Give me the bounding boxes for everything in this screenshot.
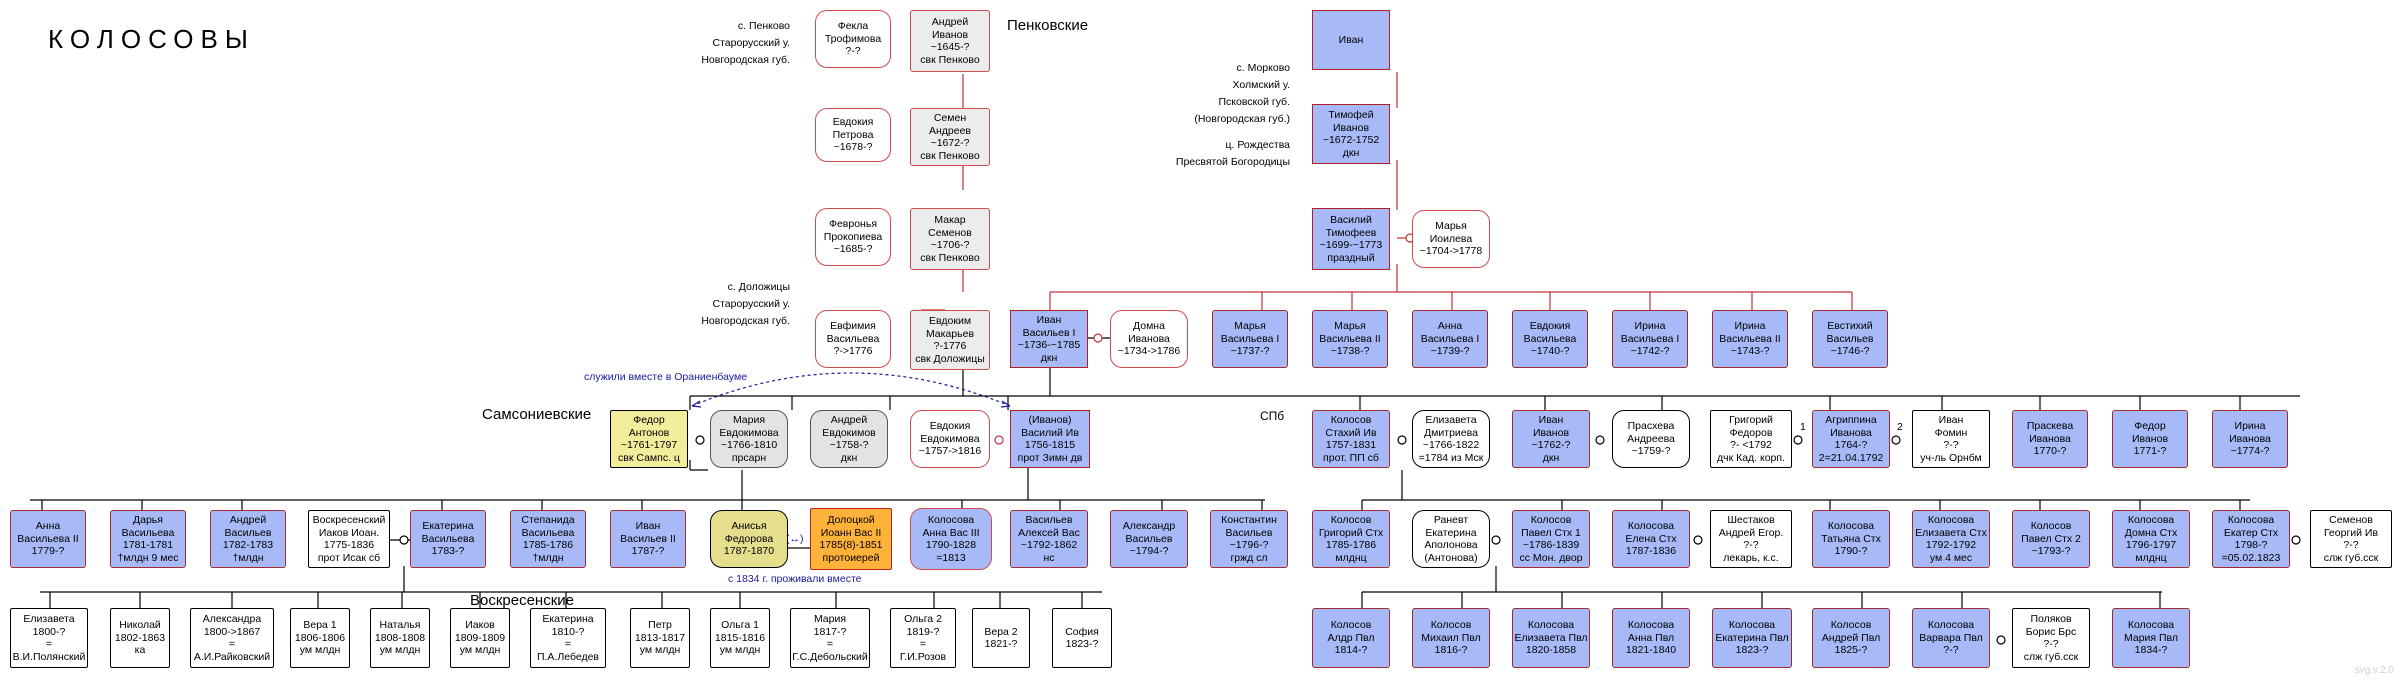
person-anna-pvl[interactable]: Колосова Анна Пвл 1821-1840 bbox=[1612, 608, 1690, 668]
person-irina-ivanova[interactable]: Ирина Иванова ~1774-? bbox=[2212, 410, 2288, 468]
note-penkovo: с. Пенково Старорусский у. Новгородская … bbox=[701, 20, 790, 66]
marriage-number-1: 1 bbox=[1800, 421, 1806, 433]
person-kolosova-elizaveta[interactable]: Колосова Елизавета Стх 1792-1792 ум 4 ме… bbox=[1912, 510, 1990, 568]
person-olga-2[interactable]: Ольга 2 1819-? = Г.И.Розов bbox=[890, 608, 956, 668]
person-kolosov-grigoriy[interactable]: Колосов Григорий Стх 1785-1786 млднц bbox=[1312, 510, 1390, 568]
person-natalya[interactable]: Наталья 1808-1808 ум млдн bbox=[370, 608, 430, 668]
person-anna-vasilieva-2[interactable]: Анна Васильева II 1779-? bbox=[10, 510, 86, 568]
person-ivan-top[interactable]: Иван bbox=[1312, 10, 1390, 70]
person-domna[interactable]: Домна Иванова ~1734->1786 bbox=[1110, 310, 1188, 368]
person-maria-1817[interactable]: Мария 1817-? = Г.С.Дебольский bbox=[790, 608, 870, 668]
person-maria-evdokimova[interactable]: Мария Евдокимова ~1766-1810 прсарн bbox=[710, 410, 788, 468]
person-aldr-pvl[interactable]: Колосов Алдр Пвл 1814-? bbox=[1312, 608, 1390, 668]
person-nikolay[interactable]: Николай 1802-1863 ка bbox=[110, 608, 170, 668]
person-vasiliev-aleksey[interactable]: Васильев Алексей Вас ~1792-1862 нс bbox=[1010, 510, 1088, 568]
person-marya-ioileva[interactable]: Марья Иоилева ~1704->1778 bbox=[1412, 210, 1490, 268]
person-kolosova-tatyana[interactable]: Колосова Татьяна Стх 1790-? bbox=[1812, 510, 1890, 568]
person-andrey-pvl[interactable]: Колосов Андрей Пвл 1825-? bbox=[1812, 608, 1890, 668]
person-marya-vasilieva-1[interactable]: Марья Васильева I ~1737-? bbox=[1212, 310, 1288, 368]
person-fevronia[interactable]: Февронья Прокопиева ~1685-? bbox=[815, 208, 891, 266]
person-evdokia-petrova[interactable]: Евдокия Петрова ~1678-? bbox=[815, 108, 891, 162]
person-andrey-vasiliev[interactable]: Андрей Васильев 1782-1783 †млдн bbox=[210, 510, 286, 568]
person-irina-vasilieva-2[interactable]: Ирина Васильева II ~1743-? bbox=[1712, 310, 1788, 368]
section-spb: СПб bbox=[1260, 409, 1285, 423]
person-shestakov[interactable]: Шестаков Андрей Егор. ?-? лекарь, к.с. bbox=[1710, 510, 1792, 568]
person-grigoriy-fedorov[interactable]: Григорий Федоров ?- <1792 дчк Кад. корп. bbox=[1710, 410, 1792, 468]
person-semenov[interactable]: Семенов Георгий Ив ?-? слж губ.сск bbox=[2310, 510, 2392, 568]
marriage-number-2: 2 bbox=[1897, 421, 1903, 433]
version-label: svg.v.2.0 bbox=[2354, 665, 2394, 676]
person-irina-vasilieva-1[interactable]: Ирина Васильева I ~1742-? bbox=[1612, 310, 1688, 368]
person-fedor-antonov[interactable]: Федор Антонов ~1761-1797 свк Сампс. ц bbox=[610, 410, 688, 468]
person-evstikhiy[interactable]: Евстихий Васильев ~1746-? bbox=[1812, 310, 1888, 368]
person-ivan-ivanov[interactable]: Иван Иванов ~1762-? дкн bbox=[1512, 410, 1590, 468]
page-title: КОЛОСОВЫ bbox=[48, 24, 255, 54]
person-vera-1[interactable]: Вера 1 1806-1806 ум млдн bbox=[290, 608, 350, 668]
person-evdokia-evdokimova[interactable]: Евдокия Евдокимова ~1757->1816 bbox=[910, 410, 990, 468]
person-voskresensky-iakov[interactable]: Воскресенский Иаков Иоан. 1775-1836 прот… bbox=[308, 510, 390, 568]
person-kolosova-domna[interactable]: Колосова Домна Стх 1796-1797 млднц bbox=[2112, 510, 2190, 568]
note-morkovo: с. Морково Холмский у. Псковской губ. (Н… bbox=[1194, 62, 1290, 125]
person-darya-vasilieva[interactable]: Дарья Васильева 1781-1781 †млдн 9 мес bbox=[110, 510, 186, 568]
person-timofey[interactable]: Тимофей Иванов ~1672-1752 дкн bbox=[1312, 104, 1390, 164]
person-aleksandr-vasiliev[interactable]: Александр Васильев ~1794-? bbox=[1110, 510, 1188, 568]
person-aleksandra[interactable]: Александра 1800->1867 = А.И.Райковский bbox=[190, 608, 274, 668]
person-elizaveta-dmitrieva[interactable]: Елизавета Дмитриева ~1766-1822 =1784 из … bbox=[1412, 410, 1490, 468]
note-dolozhitsy: с. Доложицы Старорусский у. Новгородская… bbox=[701, 281, 790, 327]
person-petr[interactable]: Петр 1813-1817 ум млдн bbox=[630, 608, 690, 668]
person-olga-1[interactable]: Ольга 1 1815-1816 ум млдн bbox=[710, 608, 770, 668]
person-marya-vasilieva-2[interactable]: Марья Васильева II ~1738-? bbox=[1312, 310, 1388, 368]
person-elizaveta-1800[interactable]: Елизавета 1800-? = В.И.Полянский bbox=[10, 608, 88, 668]
person-polyakov[interactable]: Поляков Борис Брс ?-? слж губ.сск bbox=[2012, 608, 2090, 668]
note-rozhdestvo: ц. Рождества Пресвятой Богородицы bbox=[1175, 139, 1290, 168]
person-sofia[interactable]: София 1823-? bbox=[1052, 608, 1112, 668]
person-vasiliy-ivanov[interactable]: (Иванов) Василий Ив 1756-1815 прот Зимн … bbox=[1010, 410, 1090, 468]
person-semen-andreev[interactable]: Семен Андреев ~1672-? свк Пенково bbox=[910, 108, 990, 166]
person-ivan-fomin[interactable]: Иван Фомин ?-? уч-ль Орнбм bbox=[1912, 410, 1990, 468]
person-kolosova-anna[interactable]: Колосова Анна Вас III 1790-1828 =1813 bbox=[910, 508, 992, 570]
person-ekaterina-pvl[interactable]: Колосова Екатерина Пвл 1823-? bbox=[1712, 608, 1792, 668]
person-praskeva-ivanova[interactable]: Праскева Иванова 1770-? bbox=[2012, 410, 2088, 468]
person-andrey-ivanov[interactable]: Андрей Иванов ~1645-? свк Пенково bbox=[910, 10, 990, 72]
person-vasiliy-timofeev[interactable]: Василий Тимофеев ~1699-~1773 праздный bbox=[1312, 208, 1390, 270]
arrow-note: (↔) bbox=[786, 533, 804, 545]
person-agrippina[interactable]: Агриппина Иванова 1764-? 2=21.04.1792 bbox=[1812, 410, 1890, 468]
person-stepanida[interactable]: Степанида Васильева 1785-1786 †млдн bbox=[510, 510, 586, 568]
person-fedor-ivanov[interactable]: Федор Иванов 1771-? bbox=[2112, 410, 2188, 468]
person-fekla[interactable]: Фекла Трофимова ?-? bbox=[815, 10, 891, 68]
person-ranevt[interactable]: Раневт Екатерина Аполонова (Антонова) bbox=[1412, 510, 1490, 568]
note-served-together: служили вместе в Ораниенбауме bbox=[584, 371, 748, 383]
person-vera-2[interactable]: Вера 2 1821-? bbox=[972, 608, 1030, 668]
person-praskheva-andreeva[interactable]: Прасхева Андреева ~1759-? bbox=[1612, 410, 1690, 468]
person-kolosova-elena[interactable]: Колосова Елена Стх 1787-1836 bbox=[1612, 510, 1690, 568]
note-lived-together: с 1834 г. проживали вместе bbox=[728, 573, 862, 585]
person-ivan-vasiliev-1[interactable]: Иван Васильев I ~1736-~1785 дкн bbox=[1010, 310, 1088, 368]
person-anisya[interactable]: Анисья Федорова 1787-1870 bbox=[710, 510, 788, 568]
section-voskresenskie: Воскресенские bbox=[470, 592, 575, 609]
person-ekaterina-1810[interactable]: Екатерина 1810-? = П.А.Лебедев bbox=[530, 608, 606, 668]
person-iakov[interactable]: Иаков 1809-1809 ум млдн bbox=[450, 608, 510, 668]
person-ivan-vasiliev-2[interactable]: Иван Васильев II 1787-? bbox=[610, 510, 686, 568]
person-anna-vasilieva-1[interactable]: Анна Васильева I ~1739-? bbox=[1412, 310, 1488, 368]
person-maria-pvl[interactable]: Колосова Мария Пвл 1834-? bbox=[2112, 608, 2190, 668]
person-makar[interactable]: Макар Семенов ~1706-? свк Пенково bbox=[910, 208, 990, 270]
person-kolosov-pavel-2[interactable]: Колосов Павел Стх 2 ~1793-? bbox=[2012, 510, 2090, 568]
person-kolosova-ekater[interactable]: Колосова Екатер Стх 1798-? =05.02.1823 bbox=[2212, 510, 2290, 568]
person-varvara-pvl[interactable]: Колосова Варвара Пвл ?-? bbox=[1912, 608, 1990, 668]
section-penkovskie: Пенковские bbox=[1007, 17, 1089, 34]
person-elizaveta-pvl[interactable]: Колосова Елизавета Пвл 1820-1858 bbox=[1512, 608, 1590, 668]
person-ekaterina-vasilieva[interactable]: Екатерина Васильева 1783-? bbox=[410, 510, 486, 568]
person-evfimia[interactable]: Евфимия Васильева ?->1776 bbox=[815, 310, 891, 368]
section-samsonievskie: Самсониевские bbox=[482, 406, 592, 423]
person-evdokia-vasilieva[interactable]: Евдокия Васильева ~1740-? bbox=[1512, 310, 1588, 368]
person-andrey-evdokimov[interactable]: Андрей Евдокимов ~1758-? дкн bbox=[810, 410, 888, 468]
person-evdokim[interactable]: Евдоким Макарьев ?-1776 свк Доложицы bbox=[910, 310, 990, 370]
person-dolotskoy[interactable]: Долоцкой Иоанн Вас II 1785(8)-1851 прото… bbox=[810, 508, 892, 570]
person-kolosov-pavel[interactable]: Колосов Павел Стх 1 ~1786-1839 сс Мон. д… bbox=[1512, 510, 1590, 568]
person-konstantin-vasiliev[interactable]: Константин Васильев ~1796-? гржд сл bbox=[1210, 510, 1288, 568]
person-mikhail-pvl[interactable]: Колосов Михаил Пвл 1816-? bbox=[1412, 608, 1490, 668]
person-kolosov-stakhiy[interactable]: Колосов Стахий Ив 1757-1831 прот. ПП сб bbox=[1312, 410, 1390, 468]
